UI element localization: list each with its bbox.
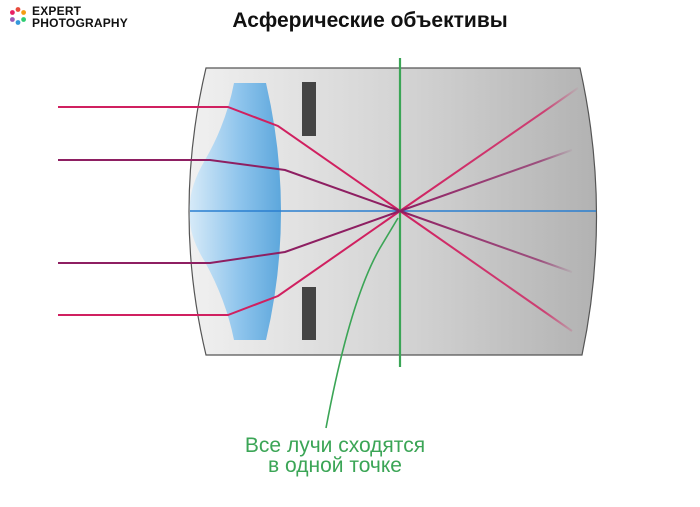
expertphotography-logo: EXPERT PHOTOGRAPHY xyxy=(8,4,148,30)
aperture-blade-top xyxy=(302,82,316,136)
convergence-caption: Все лучи сходятся в одной точке xyxy=(205,434,465,477)
caption-line1: Все лучи сходятся xyxy=(244,434,426,457)
logo-line1: EXPERT xyxy=(32,4,82,18)
logo-flower-icon xyxy=(10,7,26,25)
caption-line2: в одной точке xyxy=(268,454,402,477)
logo-line2: PHOTOGRAPHY xyxy=(32,16,128,30)
ray-out-lower-inner xyxy=(399,210,573,273)
ray-top-inner xyxy=(58,159,401,212)
ray-out-lower-outer xyxy=(399,210,573,332)
ray-bottom-outer xyxy=(58,210,401,316)
ray-top-outer xyxy=(58,106,401,212)
logo-wordmark: EXPERT PHOTOGRAPHY xyxy=(32,5,128,29)
caption-pointer-line xyxy=(325,217,399,429)
ray-out-upper-inner xyxy=(399,149,573,212)
ray-out-upper-outer xyxy=(399,87,579,212)
page-title: Асферические объективы xyxy=(232,9,508,32)
ray-bottom-inner xyxy=(58,210,401,264)
aperture-blade-bottom xyxy=(302,287,316,340)
